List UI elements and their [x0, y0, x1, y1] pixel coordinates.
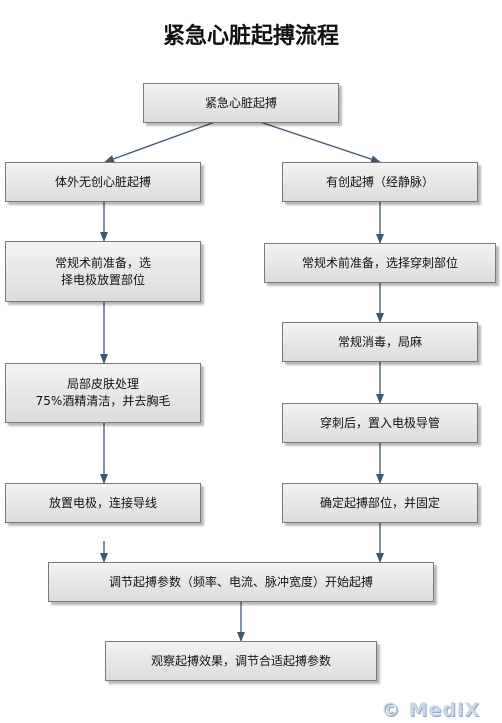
node-right-5: 确定起搏部位，并固定: [282, 483, 478, 523]
watermark-logo: © MediX: [380, 699, 480, 721]
node-merge-label: 调节起搏参数（频率、电流、脉冲宽度）开始起搏: [108, 574, 373, 589]
arrow-root-right: [259, 121, 381, 163]
node-final: 观察起搏效果，调节合适起搏参数: [105, 641, 377, 681]
node-right-1: 有创起搏（经静脉）: [282, 162, 478, 202]
node-right-2-label: 常规术前准备，选择穿刺部位: [301, 255, 458, 270]
node-root-label: 紧急心脏起搏: [204, 95, 277, 110]
node-right-3-label: 常规消毒，局麻: [337, 334, 422, 349]
node-right-5-label: 确定起搏部位，并固定: [319, 495, 440, 510]
page-title: 紧急心脏起搏流程: [162, 23, 339, 49]
node-merge: 调节起搏参数（频率、电流、脉冲宽度）开始起搏: [48, 562, 434, 602]
node-left-2-label: 常规术前准备，选 择电极放置部位: [54, 255, 151, 287]
arrow-root-left: [104, 121, 216, 163]
node-right-2: 常规术前准备，选择穿刺部位: [264, 243, 496, 283]
node-right-3: 常规消毒，局麻: [282, 322, 478, 362]
node-right-4-label: 穿刺后，置入电极导管: [319, 415, 440, 430]
node-right-1-label: 有创起搏（经静脉）: [325, 174, 434, 189]
node-left-2: 常规术前准备，选 择电极放置部位: [5, 241, 201, 302]
node-left-1-label: 体外无创心脏起搏: [54, 174, 151, 189]
node-left-3-label: 局部皮肤处理 75%酒精清洁，并去胸毛: [35, 377, 171, 408]
node-final-label: 观察起搏效果，调节合适起搏参数: [150, 653, 331, 668]
node-left-4-label: 放置电极，连接导线: [48, 495, 157, 510]
node-left-3: 局部皮肤处理 75%酒精清洁，并去胸毛: [5, 363, 201, 423]
node-left-4: 放置电极，连接导线: [5, 483, 201, 523]
node-left-1: 体外无创心脏起搏: [5, 162, 201, 202]
node-root: 紧急心脏起搏: [143, 83, 339, 123]
node-right-4: 穿刺后，置入电极导管: [282, 403, 478, 443]
